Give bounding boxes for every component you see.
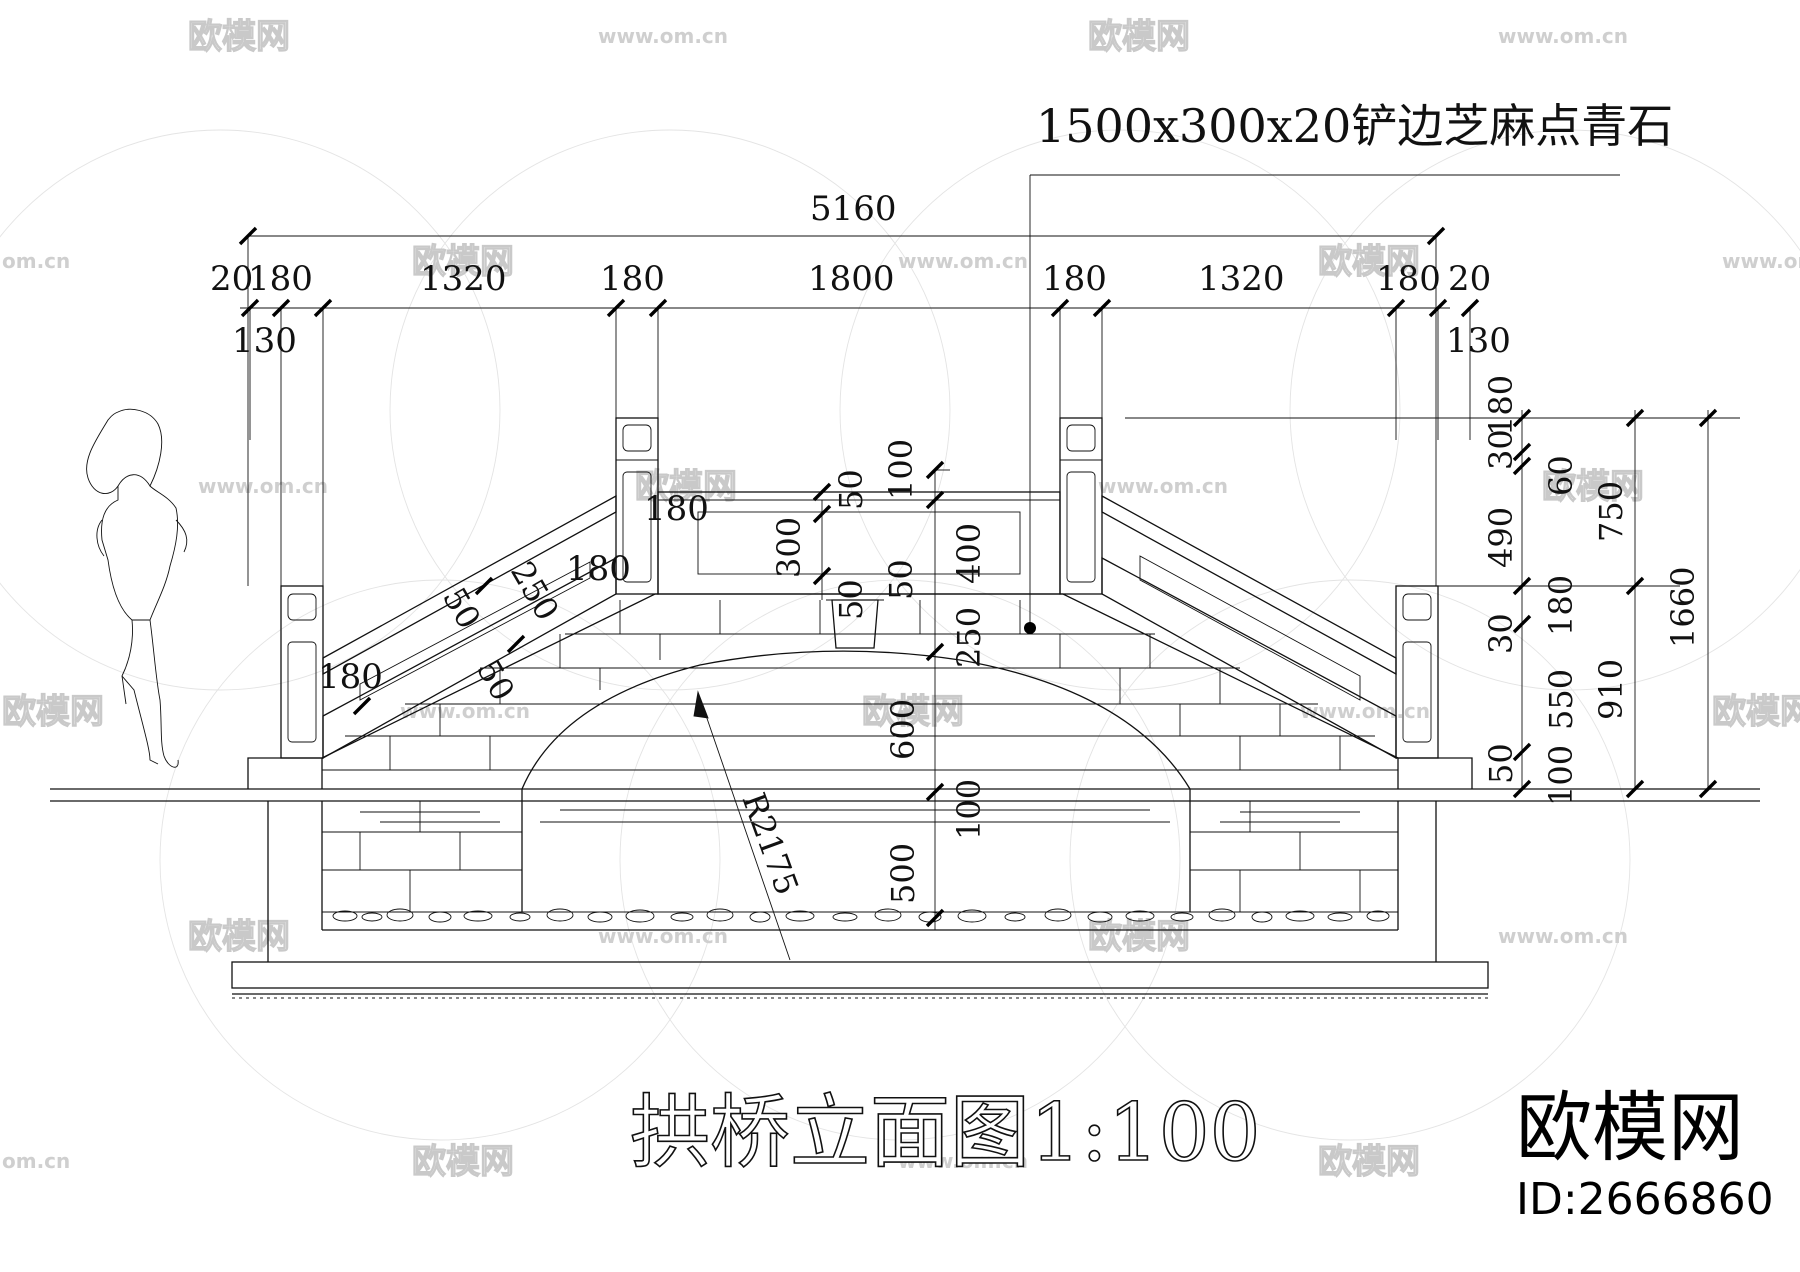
watermark-logo-text: 欧模网 [1542, 467, 1644, 507]
watermark-logo-text: 欧模网 [1088, 17, 1190, 57]
watermark-logo-text: 欧模网 [1318, 1142, 1420, 1182]
dimension-ticks [238, 226, 1718, 928]
dim-label: 60 [1542, 455, 1580, 496]
watermark-logo-text: 欧模网 [1712, 692, 1800, 732]
watermark-logo-text: 欧模网 [862, 692, 964, 732]
dim-label: 100 [1542, 745, 1580, 806]
watermark-logo-text: 欧模网 [188, 17, 290, 57]
watermark-layer: 欧模网 欧模网 欧模网 欧模网 欧模网 欧模网 欧模网 欧模网 欧模网 欧模网 … [0, 16, 1800, 1183]
watermark-url: www.om.cn [198, 474, 328, 498]
dim-label: 180 [566, 549, 631, 589]
watermark-logo-text: 欧模网 [1318, 242, 1420, 282]
dim-label: 1660 [1664, 567, 1702, 648]
dim-label: 180 [248, 259, 313, 299]
watermark-url: www.om.cn [1722, 249, 1800, 273]
railings [280, 417, 1439, 760]
dim-label: 20 [210, 259, 253, 299]
dim-label: 180 [1542, 575, 1580, 636]
brand-block: 欧模网 ID:2666860 [1516, 1083, 1774, 1225]
dim-label: 180 [600, 259, 665, 299]
dimension-labels: 5160 20 180 1320 180 1800 180 1320 180 2… [210, 99, 1702, 1180]
dim-label: 1320 [1198, 259, 1285, 299]
watermark-url: www.om.cn [1498, 24, 1628, 48]
dim-label: 180 [318, 657, 383, 697]
watermark-logo-text: 欧模网 [188, 917, 290, 957]
watermark-url: www.om.cn [898, 1149, 1028, 1173]
dim-label: 180 [1042, 259, 1107, 299]
dim-label: 910 [1592, 659, 1630, 720]
dim-label: 400 [950, 523, 988, 584]
overall-width-label: 5160 [810, 189, 897, 229]
dim-label: 490 [1482, 507, 1520, 568]
dim-label: 100 [882, 439, 920, 500]
dim-label: 100 [950, 779, 988, 840]
dim-label: 1320 [420, 259, 507, 299]
ground-and-foundation [50, 788, 1760, 999]
watermark-url: www.om.cn [400, 699, 530, 723]
human-figure [86, 408, 188, 768]
dimension-lines [240, 174, 1740, 961]
watermark-logo-text: 欧模网 [2, 692, 104, 732]
watermark-url: om.cn [2, 1149, 70, 1173]
dim-label: 180 [1376, 259, 1441, 299]
dim-label: 50 [832, 469, 870, 510]
watermark-url: om.cn [2, 249, 70, 273]
watermark-logo-text: 欧模网 [412, 1142, 514, 1182]
dim-label: 250 [950, 607, 988, 668]
dim-label: 50 [832, 579, 870, 620]
watermark-url: www.om.cn [1498, 924, 1628, 948]
watermark-url: www.om.cn [898, 249, 1028, 273]
dim-label: 130 [1446, 321, 1511, 361]
watermark-logo-text: 欧模网 [635, 467, 737, 507]
dim-label: 130 [232, 321, 297, 361]
drawing-title: 拱桥立面图1:100 [630, 1086, 1261, 1179]
dim-label: 300 [770, 517, 808, 578]
dim-label: 50 [1482, 743, 1520, 784]
model-id: ID:2666860 [1516, 1174, 1774, 1225]
dim-label: 750 [1592, 481, 1630, 542]
watermark-url: www.om.cn [1098, 474, 1228, 498]
watermark-url: www.om.cn [598, 24, 728, 48]
dim-label: 500 [884, 843, 922, 904]
dim-label: 180 [1482, 375, 1520, 436]
watermark-logo-text: 欧模网 [1088, 917, 1190, 957]
dim-label: 1800 [808, 259, 895, 299]
dim-label: 180 [644, 489, 709, 529]
radius-label: R2175 [734, 788, 806, 900]
dim-label: 30 [1482, 429, 1520, 470]
brand-logo-text: 欧模网 [1516, 1083, 1744, 1172]
dim-label: 20 [1448, 259, 1491, 299]
watermark-url: www.om.cn [598, 924, 728, 948]
bridge-body [247, 593, 1473, 923]
watermark-url: www.om.cn [1300, 699, 1430, 723]
dim-label: 250 [503, 555, 566, 627]
dim-label: 600 [884, 699, 922, 760]
material-note: 1500x300x20铲边芝麻点青石 [1036, 99, 1673, 153]
dim-label: 550 [1542, 669, 1580, 730]
watermark-logo-text: 欧模网 [412, 242, 514, 282]
dim-label: 30 [1482, 613, 1520, 654]
dim-label: 50 [882, 559, 920, 600]
